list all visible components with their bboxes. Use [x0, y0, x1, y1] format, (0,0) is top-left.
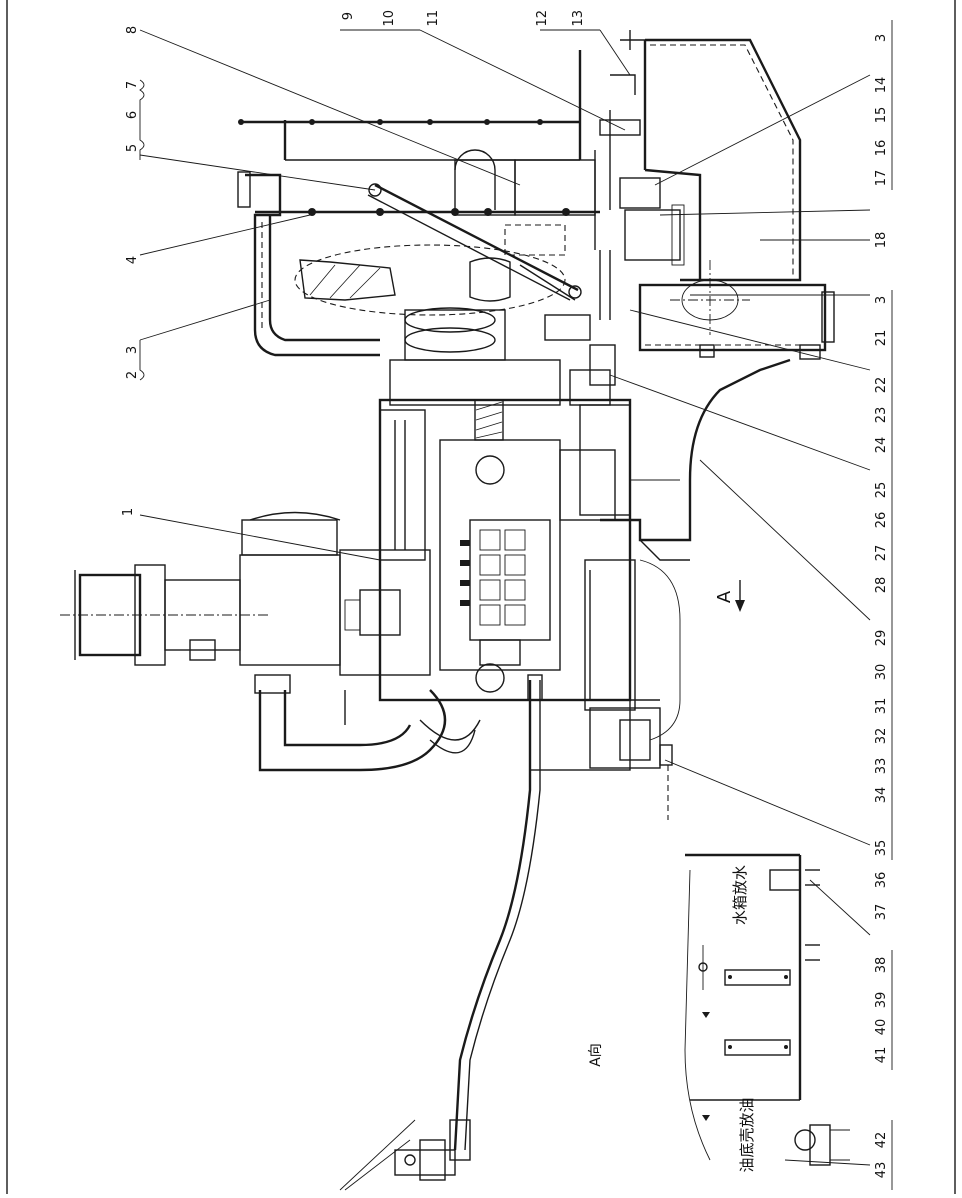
frame-outline: [630, 479, 681, 741]
callout-3-top: 3: [874, 34, 889, 42]
callout-7: 7: [125, 81, 140, 89]
section-mark: [735, 580, 745, 612]
callout-23: 23: [874, 407, 889, 424]
view-label: A向: [588, 1043, 604, 1067]
callout-25: 25: [874, 482, 889, 499]
callout-26: 26: [874, 512, 889, 529]
lever-assembly: [339, 1119, 456, 1191]
callout-2: 2: [125, 371, 140, 379]
callout-18: 18: [874, 232, 889, 249]
top-callout-brackets: [139, 29, 631, 186]
injection-pump: [460, 519, 551, 666]
callout-5: 5: [125, 144, 140, 152]
callout-12: 12: [535, 10, 550, 27]
left-callout-brackets: [139, 79, 381, 561]
callout-38: 38: [874, 957, 889, 974]
callout-43: 43: [874, 1162, 889, 1179]
callout-22: 22: [874, 377, 889, 394]
right-leader-lines: [609, 74, 871, 936]
note-water-drain: 水箱放水: [731, 865, 749, 925]
lower-tank: [638, 260, 835, 360]
callout-37: 37: [874, 904, 889, 921]
filter-cylinder: [474, 399, 504, 441]
callout-35: 35: [874, 840, 889, 857]
callout-3-mid: 3: [874, 296, 889, 304]
section-letter: A: [714, 590, 735, 603]
top-rail: [238, 50, 582, 161]
callout-36: 36: [874, 872, 889, 889]
callout-17: 17: [874, 170, 889, 187]
engine-block: [378, 250, 632, 702]
radiator-tank: [619, 30, 802, 282]
callout-15: 15: [874, 107, 889, 124]
callout-4: 4: [125, 256, 140, 264]
air-intake: [60, 511, 431, 676]
callout-13: 13: [571, 10, 586, 27]
callout-29: 29: [874, 630, 889, 647]
callout-34: 34: [874, 787, 889, 804]
callout-31: 31: [874, 698, 889, 715]
callout-33: 33: [874, 758, 889, 775]
callout-21: 21: [874, 330, 889, 347]
callout-27: 27: [874, 545, 889, 562]
coolant-pipe: [237, 171, 380, 357]
callout-30: 30: [874, 664, 889, 681]
note-oil-drain: 油底壳放油: [738, 1097, 756, 1172]
fan-region: [294, 183, 582, 316]
a-view-inset: [684, 853, 871, 1166]
callout-32: 32: [874, 728, 889, 745]
oil-pan: [529, 358, 791, 820]
callout-39: 39: [874, 992, 889, 1009]
callout-24: 24: [874, 437, 889, 454]
callout-3-left: 3: [125, 346, 140, 354]
callout-14: 14: [874, 77, 889, 94]
callout-40: 40: [874, 1019, 889, 1036]
callout-11: 11: [426, 10, 441, 27]
callout-28: 28: [874, 577, 889, 594]
callout-8: 8: [125, 26, 140, 34]
callout-1: 1: [121, 508, 136, 516]
callout-42: 42: [874, 1132, 889, 1149]
callout-10: 10: [382, 10, 397, 27]
exhaust-elbow: [254, 674, 481, 772]
callout-41: 41: [874, 1047, 889, 1064]
bracket-block: [454, 74, 641, 256]
callout-9: 9: [341, 12, 356, 20]
callout-16: 16: [874, 140, 889, 157]
callout-6: 6: [125, 111, 140, 119]
flex-cable: [449, 674, 543, 1161]
